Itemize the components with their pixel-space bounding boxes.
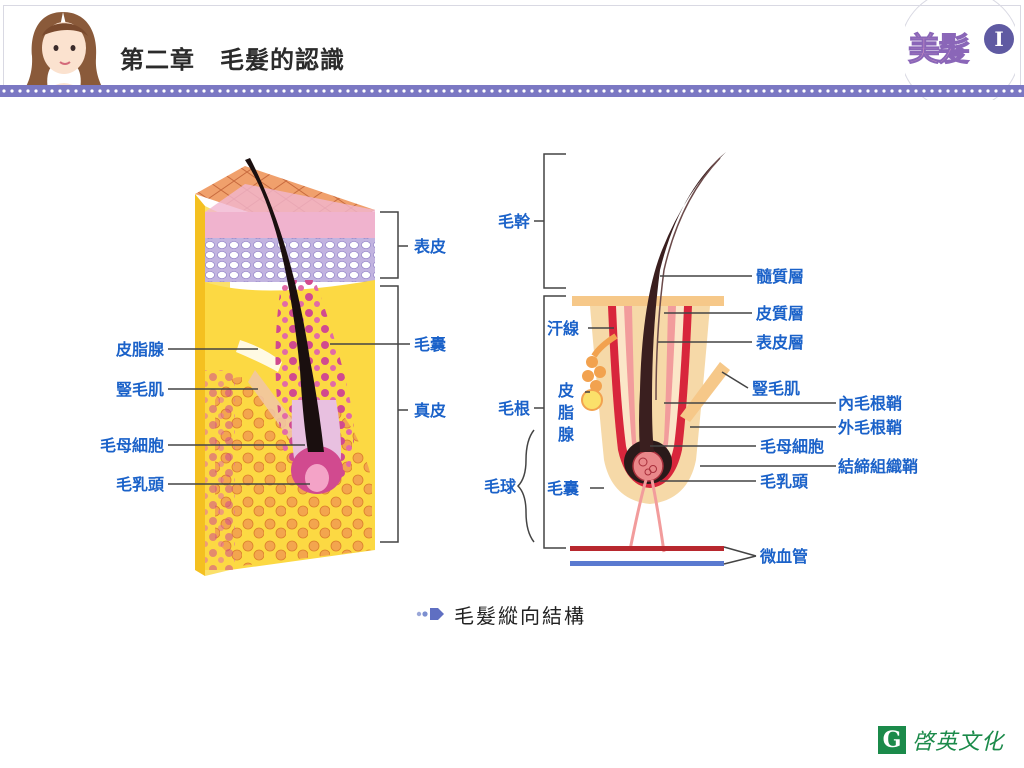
label-capillaries: 微血管 — [759, 547, 808, 566]
label-arrector-pili: 豎毛肌 — [116, 380, 164, 399]
brand-number-badge: I — [984, 24, 1014, 54]
label-hair-root: 毛根 — [498, 399, 530, 418]
label-matrix-cells-right: 毛母細胞 — [760, 437, 824, 456]
label-sebaceous-gland-1: 皮 — [557, 381, 574, 400]
header: 第二章 毛髮的認識 美髮 I — [0, 0, 1024, 100]
chapter-title: 第二章 毛髮的認識 — [120, 46, 345, 74]
label-connective-sheath: 結締組織鞘 — [838, 457, 918, 476]
left-skin-block — [195, 158, 375, 576]
arrow-bullet-icon — [416, 608, 444, 620]
right-follicle — [570, 152, 730, 566]
label-cortex: 皮質層 — [755, 304, 804, 323]
header-frame — [3, 5, 1021, 97]
label-follicle-right: 毛囊 — [547, 479, 580, 498]
label-papilla-right: 毛乳頭 — [760, 472, 809, 491]
publisher-logo: G — [878, 726, 906, 754]
right-brackets-and-leaders — [516, 153, 836, 565]
hair-structure-diagram: 表皮 毛囊 真皮 皮脂腺 豎毛肌 毛母細胞 毛乳頭 — [100, 152, 918, 576]
label-matrix-cells: 毛母細胞 — [100, 436, 164, 455]
label-arrector-pili-right: 豎毛肌 — [752, 379, 800, 398]
label-sebaceous-gland-2: 脂 — [558, 403, 574, 422]
label-hair-bulb: 毛球 — [484, 477, 517, 496]
right-labels: 毛幹 毛根 毛球 汗線 皮 脂 腺 毛囊 髓質層 皮質層 表皮層 豎毛肌 內毛根… — [484, 212, 918, 566]
label-medulla: 髓質層 — [756, 267, 804, 286]
label-dermis: 真皮 — [414, 401, 446, 420]
label-papilla: 毛乳頭 — [116, 475, 165, 494]
publisher-name: 啓英文化 — [912, 730, 1005, 755]
left-brackets — [168, 211, 410, 543]
label-cuticle: 表皮層 — [755, 333, 804, 352]
brand-word: 美髮 — [907, 30, 970, 69]
label-outer-root-sheath: 外毛根鞘 — [837, 418, 902, 437]
label-hair-shaft: 毛幹 — [498, 212, 531, 231]
figure-caption: 毛髮縱向結構 — [416, 600, 586, 628]
left-labels: 表皮 毛囊 真皮 皮脂腺 豎毛肌 毛母細胞 毛乳頭 — [100, 237, 447, 494]
label-follicle: 毛囊 — [414, 335, 447, 354]
label-sweat-gland: 汗線 — [547, 319, 579, 338]
publisher-mark: G 啓英文化 — [878, 724, 1004, 756]
label-sebaceous-gland-3: 腺 — [558, 425, 575, 444]
label-inner-root-sheath: 內毛根鞘 — [838, 394, 902, 413]
mascot-illustration — [24, 12, 104, 90]
header-dotted-stripe — [0, 85, 1024, 97]
label-sebaceous-gland: 皮脂腺 — [115, 340, 165, 359]
caption-text: 毛髮縱向結構 — [454, 603, 586, 628]
label-epidermis: 表皮 — [413, 237, 446, 256]
